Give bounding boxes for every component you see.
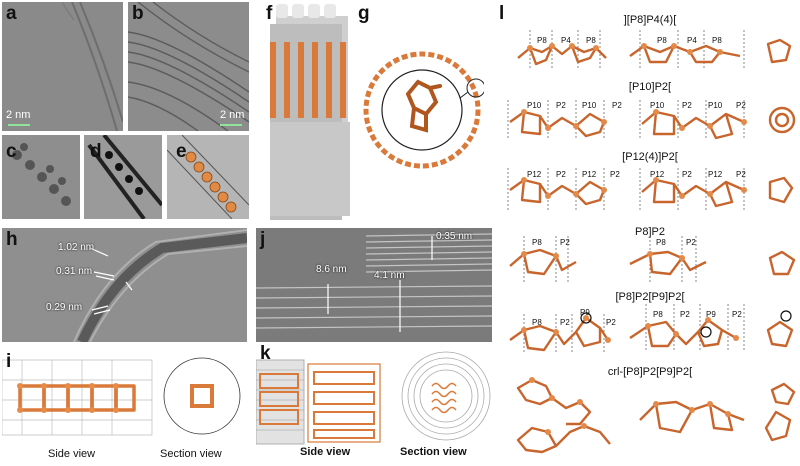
- nanotube-walls: [61, 2, 123, 131]
- chain-contrast: [12, 143, 71, 206]
- row-5-title: [P8]P2[P9]P2[: [615, 291, 685, 303]
- panel-e-model-overlay: [167, 135, 249, 219]
- scale-bar-a: [8, 124, 30, 126]
- row-1-label-1: P4: [561, 36, 571, 45]
- row-3-label-7: P2: [736, 170, 746, 179]
- panel-h-tem-image: [2, 228, 247, 342]
- panel-f-3d-model: [262, 2, 352, 220]
- row-5-label-2: P9: [580, 308, 590, 317]
- row-3-title: [P12(4)]P2[: [622, 151, 678, 163]
- row-2-label-7: P2: [736, 101, 746, 110]
- row-3-label-3: P2: [610, 170, 620, 179]
- measure-j-2: 8.6 nm: [316, 264, 347, 275]
- row-3-label-2: P12: [582, 170, 597, 179]
- row-2-label-4: P10: [650, 101, 665, 110]
- row-1-label-5: P8: [712, 36, 722, 45]
- measure-arrows: [89, 247, 133, 315]
- row-5-label-6: P9: [706, 310, 716, 319]
- row-5-label-4: P8: [653, 310, 663, 319]
- panel-label-i: i: [6, 351, 12, 372]
- row-5-label-1: P2: [560, 318, 570, 327]
- scale-text-a: 2 nm: [6, 109, 31, 121]
- row-4-label-0: P8: [532, 238, 542, 247]
- row-3-label-4: P12: [650, 170, 665, 179]
- measure-j-1: 0.35 nm: [436, 231, 473, 242]
- panel-i-side-caption: Side view: [48, 448, 96, 460]
- nanotube-model-with-chain: [167, 135, 249, 219]
- measure-h-1: 1.02 nm: [58, 242, 95, 253]
- panel-label-b: b: [132, 3, 144, 24]
- measure-h-2: 0.31 nm: [56, 266, 93, 277]
- row-3-label-5: P2: [682, 170, 692, 179]
- panel-a-tem-image: [2, 2, 123, 131]
- row-1-label-4: P4: [687, 36, 697, 45]
- nanotube-tem: [73, 229, 247, 342]
- row-5-label-7: P2: [732, 310, 742, 319]
- panel-label-k: k: [260, 343, 271, 364]
- row-5-label-5: P2: [680, 310, 690, 319]
- row-1-label-3: P8: [657, 36, 667, 45]
- panel-j-tem-image: [256, 228, 492, 342]
- nanotube-bundle-tem: [256, 233, 492, 332]
- panel-label-g: g: [358, 3, 370, 24]
- panel-k-section-caption: Section view: [400, 446, 467, 458]
- row-2-label-3: P2: [612, 101, 622, 110]
- panel-b-tem-image: [128, 2, 249, 131]
- row-2-label-5: P2: [682, 101, 692, 110]
- row-1-label-2: P8: [586, 36, 596, 45]
- row-2-title: [P10]P2[: [628, 81, 672, 93]
- panel-d-simulated-image: [84, 135, 162, 219]
- row-4-title: P8]P2: [635, 226, 665, 238]
- row-2-label-6: P10: [708, 101, 723, 110]
- row-2-label-1: P2: [556, 101, 566, 110]
- measure-h-3: 0.29 nm: [46, 302, 83, 313]
- panel-label-h: h: [6, 229, 18, 250]
- panel-c-tem-zoom: [2, 135, 80, 219]
- row-5-label-0: P8: [532, 318, 542, 327]
- panel-k-model: [256, 350, 492, 448]
- row-1-title: ][P8]P4(4)[: [623, 14, 677, 26]
- panel-i-model: [2, 350, 247, 445]
- row-2-label-2: P10: [582, 101, 597, 110]
- row-5-label-3: P2: [606, 318, 616, 327]
- panel-label-l: l: [499, 3, 505, 24]
- row-1-label-0: P8: [537, 36, 547, 45]
- measure-j-3: 4.1 nm: [374, 270, 405, 281]
- panel-i-section-caption: Section view: [160, 448, 222, 460]
- scale-text-b: 2 nm: [220, 109, 245, 121]
- scale-bar-b: [220, 124, 242, 126]
- row-4-label-2: P8: [656, 238, 666, 247]
- panel-label-c: c: [6, 141, 17, 162]
- panel-k-side-caption: Side view: [300, 446, 351, 458]
- bundle-side-section-model: [256, 351, 491, 445]
- panel-l-structures: [507, 30, 796, 454]
- row-3-label-6: P12: [708, 170, 723, 179]
- panel-label-d: d: [90, 141, 102, 162]
- row-6-title: crl-[P8]P2[P9]P2[: [607, 366, 693, 378]
- row-4-label-3: P2: [686, 238, 696, 247]
- panel-g-ring-model: [356, 2, 484, 222]
- row-3-label-0: P12: [527, 170, 542, 179]
- nanotube-array-model: [270, 4, 350, 220]
- simulated-chain: [87, 135, 162, 219]
- nanotube-chain-side-section: [2, 357, 241, 436]
- nanotube-bundle: [128, 2, 249, 131]
- phosphorus-ring: [363, 51, 484, 169]
- row-3-label-1: P2: [556, 170, 566, 179]
- row-2-label-0: P10: [527, 101, 542, 110]
- row-4-label-1: P2: [560, 238, 570, 247]
- panel-label-a: a: [6, 3, 17, 24]
- panel-label-e: e: [176, 141, 187, 162]
- panel-label-f: f: [266, 3, 273, 24]
- panel-label-j: j: [260, 229, 266, 250]
